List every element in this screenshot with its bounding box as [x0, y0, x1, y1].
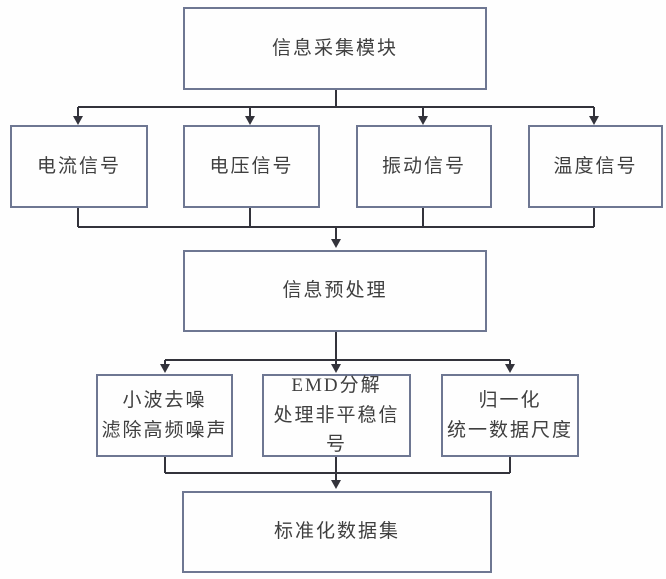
- node-label: 信息采集模块: [271, 37, 398, 59]
- node-label-line2: 滤除高频噪声: [101, 419, 228, 441]
- arrowhead-icon: [505, 364, 515, 373]
- node-label-line1: EMD分解: [291, 375, 382, 397]
- node-label-line2: 处理非平稳信号: [273, 404, 400, 456]
- arrowhead-icon: [331, 364, 341, 373]
- arrowhead-icon: [245, 116, 255, 125]
- node-label: 信息预处理: [282, 280, 388, 302]
- node-label: 电流信号: [36, 155, 121, 177]
- arrowhead-icons: [73, 116, 599, 489]
- arrowhead-icon: [160, 364, 170, 373]
- arrowhead-icon: [331, 480, 341, 489]
- arrowhead-icon: [589, 116, 599, 125]
- node-label: 电压信号: [209, 155, 294, 177]
- node-label-line1: 小波去噪: [122, 390, 207, 412]
- node-label-line1: 归一化: [478, 390, 542, 412]
- node-standardized-dataset: 标准化数据集: [182, 491, 492, 573]
- arrowhead-icon: [331, 239, 341, 248]
- node-wavelet-denoising: 小波去噪 滤除高频噪声: [96, 374, 233, 457]
- node-label: 振动信号: [381, 155, 466, 177]
- node-normalization: 归一化 统一数据尺度: [441, 374, 579, 457]
- node-label: 标准化数据集: [273, 521, 400, 543]
- node-label: 温度信号: [553, 155, 638, 177]
- node-temperature-signal: 温度信号: [528, 125, 663, 208]
- arrowhead-icon: [418, 116, 428, 125]
- node-label-line2: 统一数据尺度: [446, 419, 573, 441]
- node-vibration-signal: 振动信号: [356, 125, 492, 208]
- node-info-collection-module: 信息采集模块: [183, 7, 487, 90]
- node-info-preprocessing: 信息预处理: [183, 250, 487, 332]
- node-emd-decomposition: EMD分解 处理非平稳信号: [262, 374, 411, 457]
- node-voltage-signal: 电压信号: [183, 125, 320, 208]
- node-current-signal: 电流信号: [10, 125, 148, 208]
- arrowhead-icon: [73, 116, 83, 125]
